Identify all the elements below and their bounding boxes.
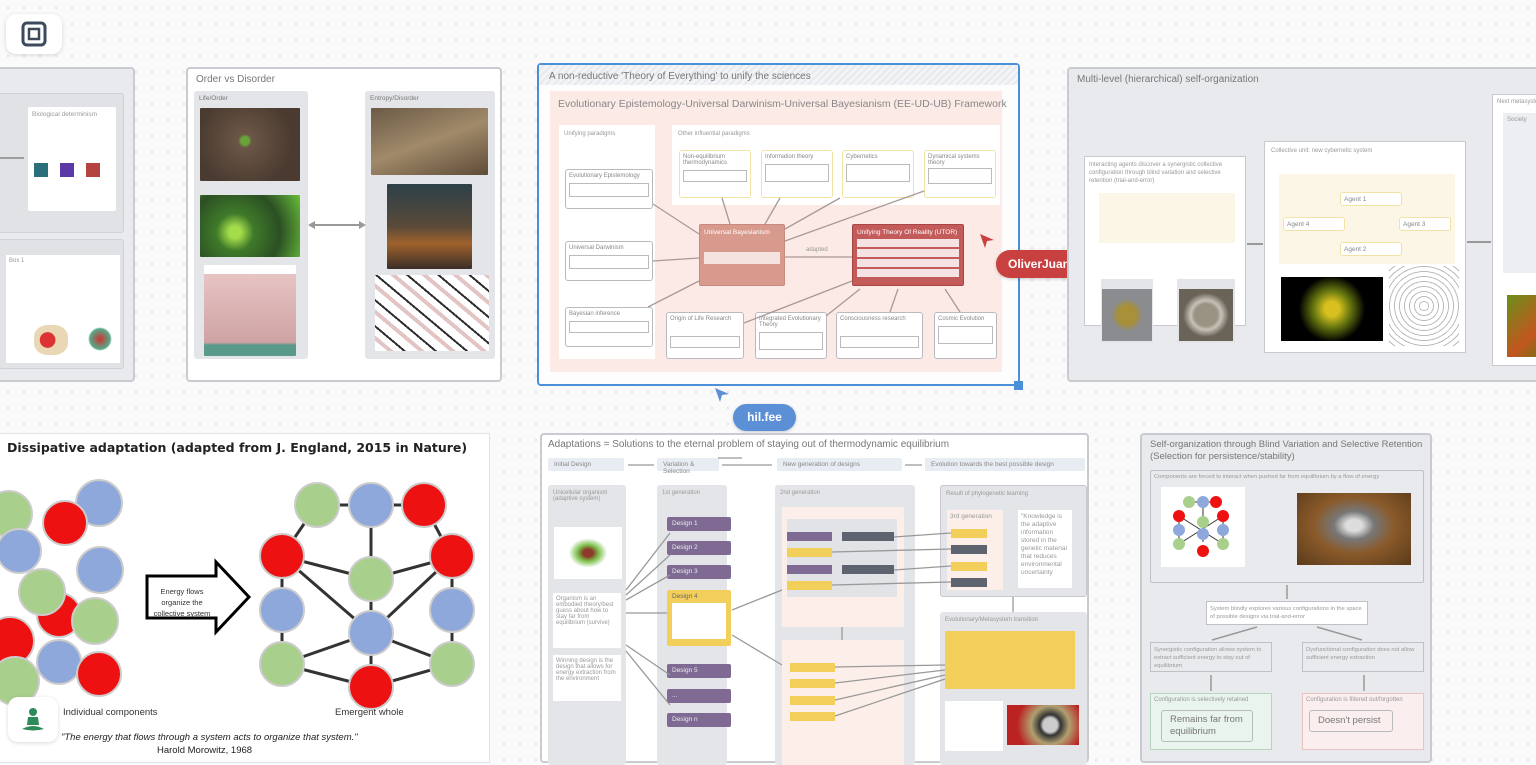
consciousness-research-box[interactable]: Consciousness research <box>836 312 923 359</box>
meditation-button[interactable] <box>8 697 58 742</box>
house-of-cards-image <box>204 265 296 356</box>
agent-node[interactable]: Agent 1 <box>1340 192 1402 206</box>
panel-label: Life/Order <box>199 95 228 102</box>
unifying-label: Unifying paradigms <box>564 131 616 137</box>
frame-theory-of-everything[interactable]: A non-reductive 'Theory of Everything' t… <box>537 63 1020 386</box>
agent-node[interactable]: Agent 2 <box>1340 242 1402 256</box>
paradigm-bayesian-inference[interactable]: Bayesian inference <box>565 307 653 347</box>
bacterium-image <box>554 527 622 579</box>
utor-node[interactable]: Unifying Theory Of Reality (UTOR) <box>852 224 964 286</box>
paradigm-dynamical-systems[interactable]: Dynamical systems theory <box>924 150 996 198</box>
frame-title: A non-reductive 'Theory of Everything' t… <box>549 71 811 82</box>
network-diagram <box>0 479 475 710</box>
universal-bayesianism-node[interactable]: Universal Bayesianism <box>699 224 785 286</box>
cursor-arrow-icon <box>715 388 729 402</box>
connector-arrows <box>1247 241 1491 245</box>
filtered-result: Doesn't persist <box>1309 710 1393 732</box>
framework-panel: Evolutionary Epistemology-Universal Darw… <box>550 91 1007 372</box>
right-label: Emergent whole <box>335 707 404 718</box>
frame-title: Self-organization through Blind Variatio… <box>1150 439 1423 462</box>
left-label: Individual components <box>63 707 158 718</box>
bidirectional-arrow <box>308 221 366 229</box>
card-text: Next metasystem <box>1497 99 1536 105</box>
agent-node[interactable]: Agent 4 <box>1283 217 1345 231</box>
design-node-selected[interactable]: Design 4 <box>667 590 731 646</box>
card-text: Interacting agents discover a synergisti… <box>1089 162 1223 184</box>
resize-handle[interactable] <box>1014 381 1023 390</box>
seedling-image <box>200 108 300 181</box>
synergy-box[interactable]: Synergistic configuration allows system … <box>1150 642 1272 672</box>
design-node[interactable]: Design 5 <box>667 664 731 678</box>
design-node[interactable]: Design n <box>667 713 731 727</box>
connector-arrows <box>625 457 1014 717</box>
paradigm-evolutionary-epistemology[interactable]: Evolutionary Epistemology <box>565 169 653 209</box>
paradigm-cybernetics[interactable]: Cybernetics <box>842 150 914 198</box>
design-node[interactable]: ... <box>667 689 731 703</box>
step-header: Variation & Selection <box>657 458 719 475</box>
framework-title: Evolutionary Epistemology-Universal Darw… <box>558 98 1007 110</box>
arrow-text: Energy flows organize the collective sys… <box>153 587 211 618</box>
note: Organism is an embodied theory/best gues… <box>553 593 621 648</box>
explore-box[interactable]: System blindly explores various configur… <box>1206 601 1368 625</box>
step-header: Initial Design <box>548 458 624 471</box>
quote-attribution: Harold Morowitz, 1968 <box>157 745 253 756</box>
frame-self-organization[interactable]: Self-organization through Blind Variatio… <box>1140 433 1432 763</box>
dissipative-adaptation-card[interactable]: Dissipative adaptation (adapted from J. … <box>0 433 490 763</box>
design-node[interactable]: Design 2 <box>667 541 731 555</box>
meditation-figure-icon <box>22 707 44 730</box>
design-node[interactable]: Design 3 <box>667 565 731 579</box>
frame-title: Adaptations = Solutions to the eternal p… <box>548 439 950 450</box>
card-title: Biological determinism <box>32 111 98 118</box>
other-label: Other influential paradigms <box>678 131 750 137</box>
retained-label: Configuration is selectively retained <box>1154 697 1249 703</box>
left-partial-frame[interactable]: Biological determinism Box 1 <box>0 67 135 382</box>
connector-arrows <box>1210 585 1365 691</box>
agent-node[interactable]: Agent 3 <box>1399 217 1451 231</box>
card-text: Collective unit: new cybernetic system <box>1271 148 1373 154</box>
frame-title: Multi-level (hierarchical) self-organiza… <box>1077 74 1259 85</box>
ruins-image <box>371 108 488 175</box>
frame-adaptations[interactable]: Adaptations = Solutions to the eternal p… <box>540 433 1089 765</box>
frame-order-vs-disorder[interactable]: Order vs Disorder Life/Order Entropy/Dis… <box>186 67 502 382</box>
card-title: Box 1 <box>9 258 25 264</box>
note: Winning design is the design that allows… <box>553 655 621 701</box>
origin-of-life-box[interactable]: Origin of Life Research <box>666 312 744 359</box>
paradigm-nonequilibrium[interactable]: Non-equilibrium thermodynamics <box>679 150 751 198</box>
filtered-label: Configuration is filtered out/forgotten <box>1306 697 1403 703</box>
cosmic-evolution-box[interactable]: Cosmic Evolution <box>934 312 997 359</box>
collaborator-cursor-label: hil.fee <box>733 404 796 431</box>
frames-button[interactable] <box>6 14 62 54</box>
retained-result: Remains far from equilibrium <box>1161 710 1253 742</box>
edge-label: adapted <box>806 247 828 253</box>
dysfunction-box[interactable]: Dysfunctional configuration does not all… <box>1302 642 1424 672</box>
paradigm-information-theory[interactable]: Information theory <box>761 150 833 198</box>
card-title: Dissipative adaptation (adapted from J. … <box>7 440 468 455</box>
components-text: Components are forced to interact when p… <box>1154 474 1380 480</box>
frame-multilevel-self-organization[interactable]: Multi-level (hierarchical) self-organiza… <box>1067 67 1536 382</box>
cursor-arrow-icon <box>980 234 994 248</box>
step-header: Evolution towards the best possible desi… <box>925 458 1085 471</box>
quote: "The energy that flows through a system … <box>61 732 358 743</box>
knowledge-note: "Knowledge is the adaptive information s… <box>1018 510 1072 588</box>
integrated-evolutionary-theory-box[interactable]: Integrated Evolutionary Theory <box>755 312 827 359</box>
paradigm-universal-darwinism[interactable]: Universal Darwinism <box>565 241 653 281</box>
fern-spiral-image <box>200 195 300 257</box>
connector-arrows <box>647 190 961 324</box>
panel-label: Entropy/Disorder <box>370 95 419 102</box>
scattered-cards-image <box>375 275 489 351</box>
step-header: New generation of designs <box>777 458 902 471</box>
network-thumbnail <box>1173 496 1229 557</box>
coffee-milk-image <box>387 184 472 269</box>
design-node[interactable]: Design 1 <box>667 517 731 531</box>
nested-squares-icon <box>21 21 47 47</box>
frame-title: Order vs Disorder <box>196 74 275 85</box>
